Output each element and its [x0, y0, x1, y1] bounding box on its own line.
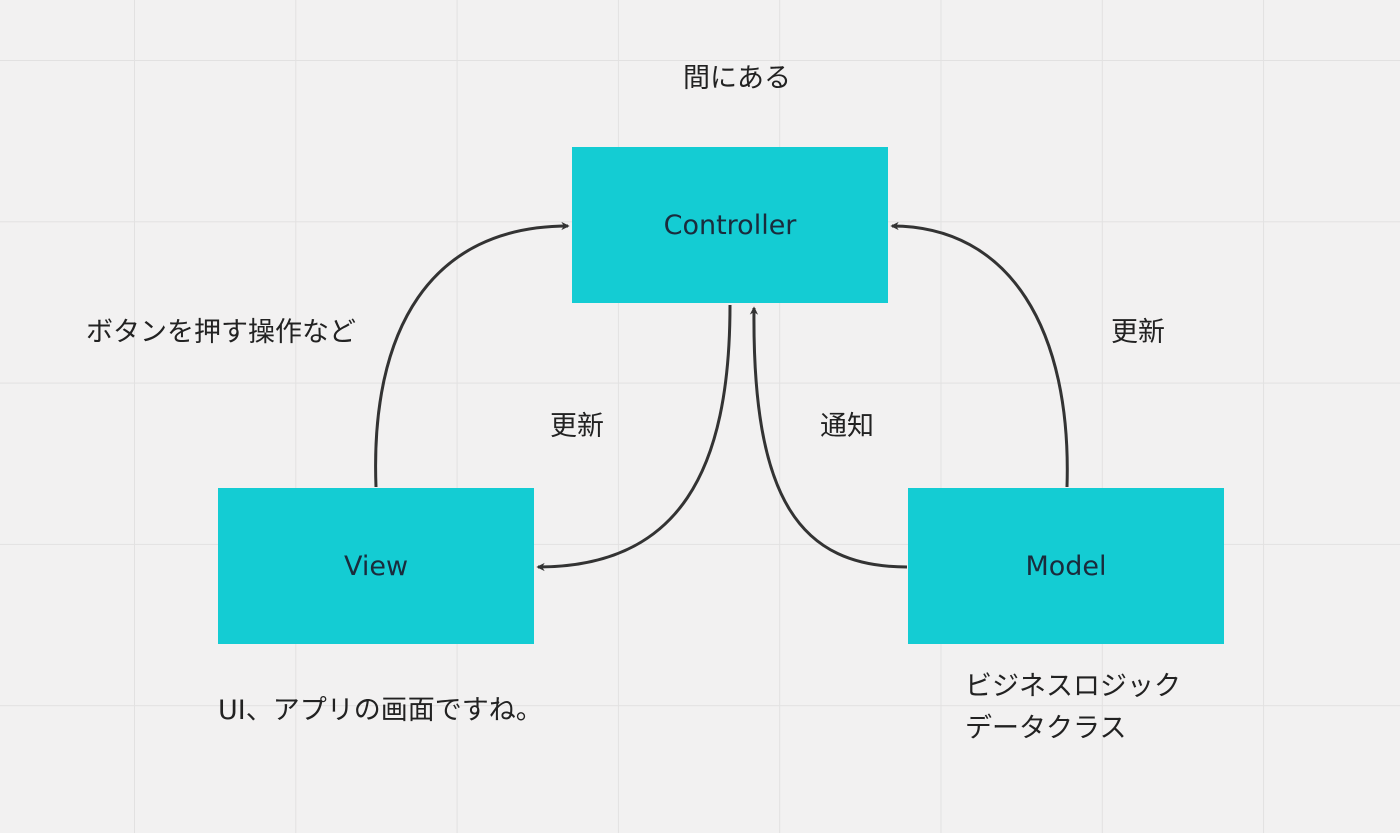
- controller-label: Controller: [663, 209, 797, 241]
- arrow-view-to-controller: [374, 221, 570, 488]
- label-button-action: ボタンを押す操作など: [86, 317, 356, 348]
- model-label: Model: [1025, 550, 1107, 582]
- view-box[interactable]: View: [218, 488, 534, 644]
- label-ui-screen: UI、アプリの画面ですね。: [218, 695, 543, 726]
- label-business-logic: ビジネスロジック データクラス: [965, 671, 1181, 744]
- arrow-model-to-controller-update: [890, 221, 1069, 488]
- label-middle: 間にある: [683, 63, 791, 94]
- label-update-left: 更新: [550, 411, 604, 442]
- label-update-right: 更新: [1111, 317, 1165, 348]
- label-notify: 通知: [820, 411, 874, 442]
- view-label: View: [343, 550, 409, 582]
- model-box[interactable]: Model: [908, 488, 1224, 644]
- controller-box[interactable]: Controller: [572, 147, 888, 303]
